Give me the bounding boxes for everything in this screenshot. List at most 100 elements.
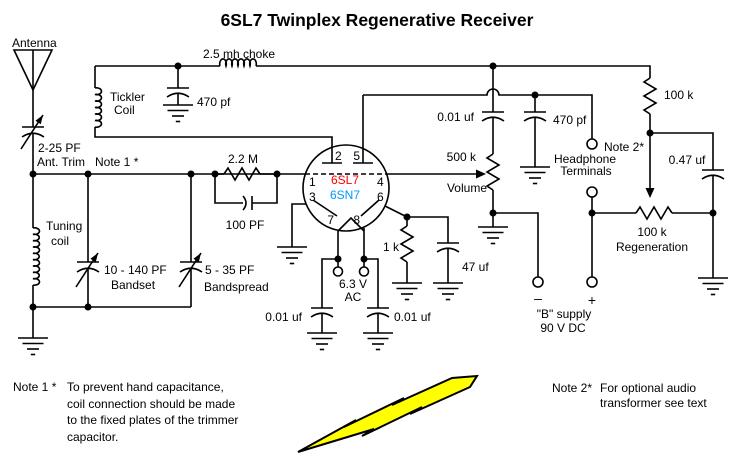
b-plus-terminal <box>586 276 598 288</box>
grid-resistor-label: 2.2 M <box>228 152 258 166</box>
cathode1-ground-wire <box>291 203 306 247</box>
tube-pin8-label: 8 <box>353 213 360 227</box>
regen-wiper-arrow-icon <box>645 188 655 198</box>
regen-value-label: 100 k <box>637 225 667 239</box>
heater-cap-left-label: 0.01 uf <box>265 310 302 324</box>
heater-bypass-left <box>310 258 338 333</box>
note1-text-line4: capacitor. <box>67 430 118 444</box>
tube-pin3-label: 3 <box>309 190 316 204</box>
plate-bypass-capacitor <box>166 66 190 105</box>
tickler-label-line2: Coil <box>114 103 135 117</box>
plate-resistor-label: 100 k <box>664 88 694 102</box>
grid-cap-label: 100 PF <box>226 218 265 232</box>
b-minus-label: – <box>534 290 542 306</box>
note2-text-line1: For optional audio <box>600 381 696 395</box>
heater-terminal-right <box>358 266 370 277</box>
antenna-label: Antenna <box>12 36 57 50</box>
note1-ref-label: Note 1 * <box>95 155 139 169</box>
heater-bypass-right <box>364 258 390 333</box>
note2-text-line2: transformer see text <box>600 396 707 410</box>
regen-bypass-cap-label: 0.47 uf <box>669 153 706 167</box>
volume-wiper-arrow-icon <box>476 169 486 179</box>
regeneration-pot <box>592 205 714 278</box>
b-minus-terminal <box>532 276 544 288</box>
ant-trim-name-label: Ant. Trim <box>37 155 85 169</box>
b-supply-terminals <box>493 212 598 288</box>
tube-pin7-label: 7 <box>327 213 334 227</box>
cathode-bypass-capacitor <box>407 216 460 283</box>
plate-resistor-symbol <box>642 77 658 115</box>
tube-pin5-label: 5 <box>353 149 360 163</box>
rf-choke-symbol <box>218 58 258 69</box>
b-supply-label-line2: 90 V DC <box>540 321 586 335</box>
plate-top-bus <box>95 58 651 78</box>
bandspread-arrow-icon <box>193 253 201 263</box>
b-supply-label-line1: "B" supply <box>537 307 592 321</box>
coupling-cap-label: 0.01 uf <box>437 110 474 124</box>
junction-dots <box>29 62 717 311</box>
page-title: 6SL7 Twinplex Regenerative Receiver <box>221 10 534 30</box>
tickler-label-line1: Tickler <box>110 90 145 104</box>
bandspread-capacitor <box>178 174 203 307</box>
cathode2-wire <box>384 205 408 218</box>
note1-text-line2: coil connection should be made <box>67 397 235 411</box>
tuning-label-line2: coil <box>51 234 69 248</box>
trimmer-arrow-icon <box>35 115 43 125</box>
bandset-value-label: 10 - 140 PF <box>104 263 167 277</box>
headphone-terminals <box>586 138 598 213</box>
plate2-output-wire <box>363 88 593 139</box>
tickler-coil <box>94 66 333 163</box>
volume-pot-symbol <box>485 153 501 191</box>
heater-cap-right-label: 0.01 uf <box>394 310 431 324</box>
note2-label: Note 2* <box>552 381 592 395</box>
tuning-coil <box>32 174 41 338</box>
note2-ref-label: Note 2* <box>604 140 644 154</box>
tube-pin2-label: 2 <box>335 149 342 163</box>
headphone-terminal-bottom <box>586 186 598 198</box>
headphone-label-line1: Headphone <box>554 152 616 166</box>
cathode-2-symbol <box>360 199 380 217</box>
cathode-resistor-label: 1 k <box>383 240 400 254</box>
bandspread-value-label: 5 - 35 PF <box>205 263 254 277</box>
audio-bypass-cap-label: 470 pf <box>553 113 587 127</box>
tube-type-6sl7-label: 6SL7 <box>331 173 359 187</box>
grid-resistor-symbol <box>223 166 261 182</box>
bandset-arrow-icon <box>90 253 98 263</box>
ant-trim-value-label: 2-25 PF <box>38 141 81 155</box>
plate-bypass-cap-label: 470 pf <box>197 95 231 109</box>
plate-resistor-network <box>642 77 725 213</box>
heater-voltage-label-line2: AC <box>345 290 362 304</box>
heater-voltage-label-line1: 6.3 V <box>339 277 367 291</box>
tube-symbol <box>302 95 390 259</box>
heater-filament-symbol <box>337 216 365 232</box>
cathode-1-symbol <box>312 199 338 217</box>
antenna-trimmer-capacitor <box>20 114 45 174</box>
regen-name-label: Regeneration <box>616 240 688 254</box>
antenna-symbol <box>12 49 54 127</box>
volume-value-label: 500 k <box>447 150 477 164</box>
grid-leak-network <box>214 166 278 211</box>
heater-terminal-left <box>332 266 344 277</box>
bandspread-name-label: Bandspread <box>204 280 269 294</box>
note1-text-line1: To prevent hand capacitance, <box>67 380 224 394</box>
tube-pin1-label: 1 <box>309 175 316 189</box>
note1-text-line3: to the fixed plates of the trimmer <box>67 413 238 427</box>
headphone-label-line2: Terminals <box>560 164 611 178</box>
tube-pin6-label: 6 <box>377 190 384 204</box>
tube-pin4-label: 4 <box>377 175 384 189</box>
lightning-bolt-icon <box>297 374 479 453</box>
tube-type-6sn7-label: 6SN7 <box>330 188 360 202</box>
choke-label: 2.5 mh choke <box>203 47 275 61</box>
bandset-name-label: Bandset <box>111 278 156 292</box>
coupling-cap-volume-column <box>481 66 505 227</box>
tuning-label-line1: Tuning <box>46 219 82 233</box>
note1-label: Note 1 * <box>13 380 57 394</box>
grid-cap-curved-plate <box>242 195 247 211</box>
b-plus-label: + <box>588 292 596 308</box>
headphone-terminal-top <box>586 138 598 150</box>
bandset-capacitor <box>75 174 100 307</box>
volume-name-label: Volume <box>447 181 487 195</box>
